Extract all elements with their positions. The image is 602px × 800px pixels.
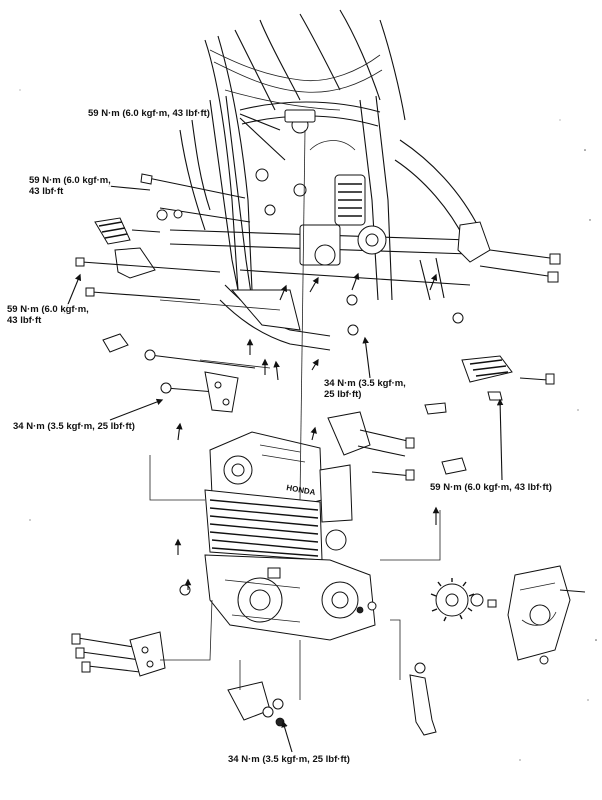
- torque-label-center-line2: 25 lbf·ft): [324, 389, 362, 400]
- frame: [169, 9, 491, 351]
- torque-label-front-upper: 59 N·m (6.0 kgf·m, 43 lbf·ft: [29, 175, 111, 197]
- scan-speckles: [19, 89, 597, 761]
- fasteners: [75, 173, 561, 481]
- torque-label-bottom-bracket: 34 N·m (3.5 kgf·m, 25 lbf·ft): [228, 754, 350, 765]
- torque-label-center-line1: 34 N·m (3.5 kgf·m,: [324, 378, 406, 389]
- torque-label-front-lower: 59 N·m (6.0 kgf·m, 43 lbf·ft: [7, 304, 89, 326]
- torque-label-front-upper-line1: 59 N·m (6.0 kgf·m,: [29, 175, 111, 186]
- torque-label-front-lower-line1: 59 N·m (6.0 kgf·m,: [7, 304, 89, 315]
- sprocket-and-cover: [409, 565, 586, 736]
- torque-label-center: 34 N·m (3.5 kgf·m, 25 lbf·ft): [324, 378, 406, 400]
- torque-label-front-lower-line2: 43 lbf·ft: [7, 315, 42, 326]
- assembly-guides: [149, 129, 441, 700]
- torque-label-right-footpeg: 59 N·m (6.0 kgf·m, 43 lbf·ft): [430, 482, 552, 493]
- lower-hardware: [71, 631, 285, 727]
- leader-lines: [63, 113, 504, 753]
- torque-label-upper-mount: 59 N·m (6.0 kgf·m, 43 lbf·ft): [88, 108, 210, 119]
- engine-assembly: [179, 431, 377, 641]
- torque-label-left-bracket: 34 N·m (3.5 kgf·m, 25 lbf·ft): [13, 421, 135, 432]
- torque-label-front-upper-line2: 43 lbf·ft: [29, 186, 64, 197]
